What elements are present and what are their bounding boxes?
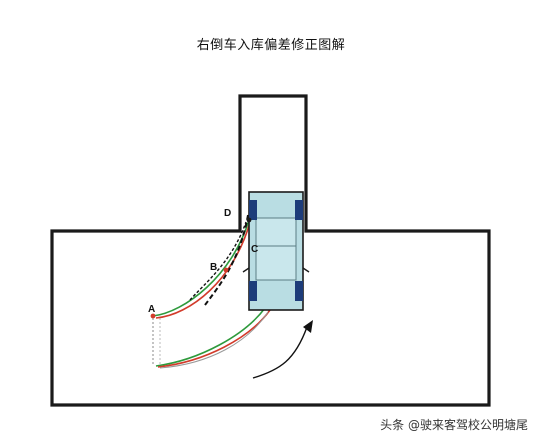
path-black-b (189, 221, 247, 301)
motion-arrow (252, 326, 308, 379)
wheel-front-left (249, 200, 257, 220)
label-a: A (148, 304, 155, 315)
path-lower-red (157, 309, 271, 368)
watermark: 头条 @驶来客驾校公明塘尾 (380, 418, 528, 432)
motion-arrow-head (303, 320, 313, 333)
mirror-left (242, 267, 250, 273)
point-b-dot (223, 267, 229, 273)
mirror-right (302, 267, 310, 273)
wheel-rear-left (249, 281, 257, 301)
garage-outline (50, 94, 491, 407)
path-lower-gray (159, 311, 269, 369)
path-green-a (152, 219, 250, 317)
path-black-dashed (204, 214, 249, 306)
trajectories (152, 214, 271, 369)
car-cabin (255, 217, 297, 281)
path-red-a (155, 221, 251, 319)
point-a-dot (150, 313, 156, 319)
label-b: B (210, 262, 217, 273)
vehicle (242, 191, 310, 311)
wheel-front-right (295, 200, 303, 220)
point-d-dot (246, 217, 252, 223)
diagram-title: 右倒车入库偏差修正图解 (196, 38, 346, 53)
label-c: C (251, 244, 258, 255)
label-d: D (224, 208, 231, 219)
path-lower-green (155, 307, 266, 367)
wheel-rear-right (295, 281, 303, 301)
